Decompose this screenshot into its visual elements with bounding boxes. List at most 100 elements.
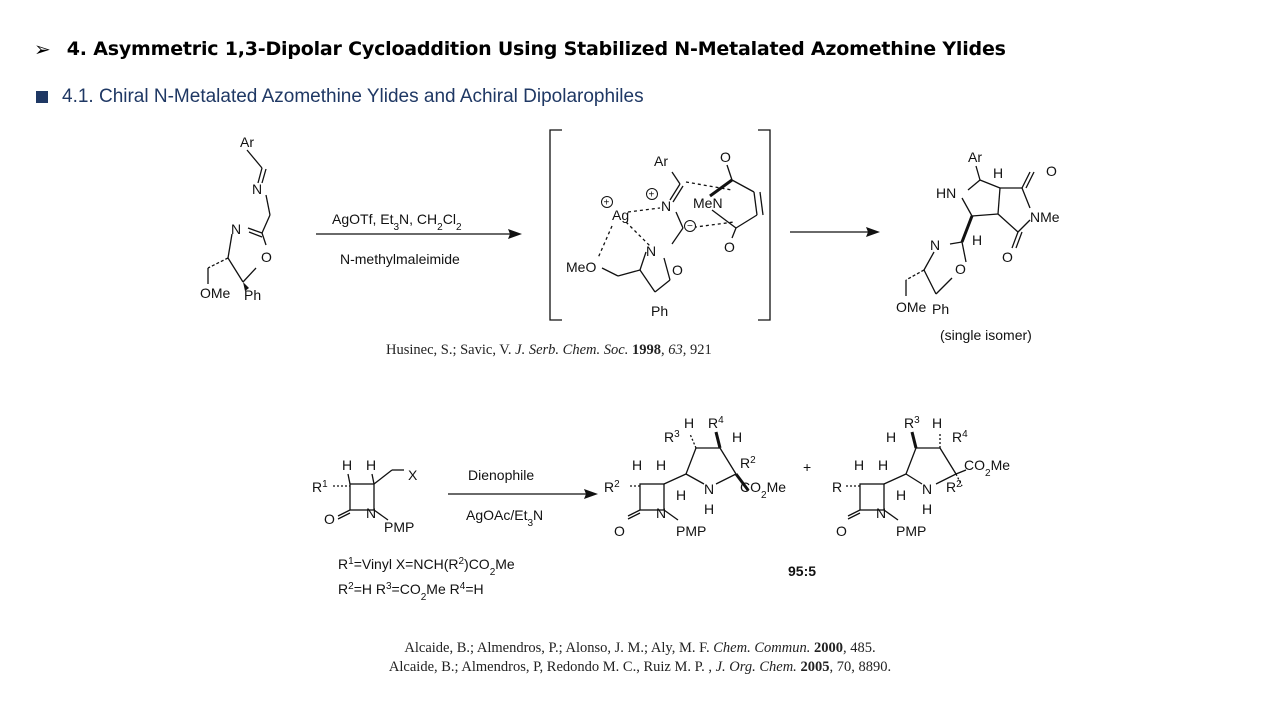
label-h: H: [676, 487, 686, 503]
label-r4: R4: [952, 429, 968, 446]
label-o: O: [324, 511, 335, 527]
ref-year: 1998: [631, 342, 661, 358]
label-ome: OMe: [200, 285, 231, 301]
label-n: N: [646, 243, 656, 259]
label-r: R: [832, 479, 842, 495]
plus-sign: +: [649, 190, 655, 201]
label-men: MeN: [693, 195, 723, 211]
label-pmp: PMP: [384, 519, 414, 535]
reagent-bottom: AgOAc/Et3N: [466, 507, 543, 529]
label-hn: HN: [936, 185, 956, 201]
isomer-ratio: 95:5: [788, 563, 816, 579]
label-ar: Ar: [968, 149, 982, 165]
label-o: O: [836, 523, 847, 539]
ref-journal: Chem. Commun.: [713, 640, 811, 656]
label-h: H: [922, 501, 932, 517]
ref-year: 2000: [813, 640, 843, 656]
ref-tail: , 70, 8890.: [829, 659, 892, 675]
label-meo: MeO: [566, 259, 596, 275]
label-h: H: [932, 415, 942, 431]
label-n: N: [930, 237, 940, 253]
label-h: H: [684, 415, 694, 431]
ref-journal: J. Org. Chem.: [715, 659, 797, 675]
conditions-line-1: R1=Vinyl X=NCH(R2)CO2Me: [338, 556, 515, 578]
reagent-top: Dienophile: [468, 467, 534, 483]
label-h: H: [732, 429, 742, 445]
square-bullet-icon: [36, 91, 48, 103]
label-ph: Ph: [244, 287, 261, 303]
arrow-bullet-icon: ➢: [34, 37, 51, 61]
title-text: 4. Asymmetric 1,3-Dipolar Cycloaddition …: [66, 38, 1006, 60]
plus-sign: +: [803, 459, 811, 475]
starting-material-2: [333, 469, 404, 521]
label-pmp: PMP: [676, 523, 706, 539]
label-o: O: [724, 239, 735, 255]
transition-state: [597, 164, 764, 293]
product-major: [627, 431, 750, 521]
label-n: N: [231, 221, 241, 237]
label-n: N: [252, 181, 262, 197]
label-o: O: [672, 262, 683, 278]
label-r2: R2: [946, 479, 962, 496]
positive-charge-icon: [646, 188, 658, 200]
label-ag: Ag: [612, 207, 629, 223]
label-h: H: [366, 457, 376, 473]
plus-sign: +: [604, 198, 610, 209]
label-r2: R2: [740, 455, 756, 472]
label-ph: Ph: [651, 303, 668, 319]
label-h: H: [704, 501, 714, 517]
label-pmp: PMP: [896, 523, 926, 539]
product-1: [905, 165, 1035, 296]
ref-authors: Alcaide, B.; Almendros, P, Redondo M. C.…: [388, 659, 712, 675]
label-n: N: [661, 198, 671, 214]
label-h: H: [993, 165, 1003, 181]
label-o: O: [261, 249, 272, 265]
label-ar: Ar: [654, 153, 668, 169]
label-ph: Ph: [932, 301, 949, 317]
label-h: H: [342, 457, 352, 473]
label-co2me: CO2Me: [740, 479, 786, 501]
ref-authors: Husinec, S.; Savic, V.: [386, 342, 512, 358]
label-o: O: [955, 261, 966, 277]
conditions-line-2: R2=H R3=CO2Me R4=H: [338, 581, 484, 603]
label-n: N: [876, 505, 886, 521]
label-h: H: [972, 232, 982, 248]
ref-pages: 921: [689, 342, 712, 358]
ref-authors: Alcaide, B.; Almendros, P.; Alonso, J. M…: [404, 640, 710, 656]
label-o: O: [1002, 249, 1013, 265]
ref-journal: J. Serb. Chem. Soc.: [515, 342, 629, 358]
label-o: O: [720, 149, 731, 165]
label-o: O: [1046, 163, 1057, 179]
label-r2: R2: [604, 479, 620, 496]
label-ar: Ar: [240, 134, 254, 150]
label-h: H: [886, 429, 896, 445]
label-h: H: [878, 457, 888, 473]
starting-material-1: [207, 149, 271, 284]
subtitle-text: 4.1. Chiral N-Metalated Azomethine Ylide…: [62, 86, 644, 107]
ref-year: 2005: [800, 659, 830, 675]
label-x: X: [408, 467, 418, 483]
positive-charge-icon: [601, 196, 613, 208]
product-note: (single isomer): [940, 327, 1032, 343]
product-minor: [846, 431, 967, 521]
ref-volume: 63: [668, 342, 683, 358]
label-h: H: [896, 487, 906, 503]
label-r1: R1: [312, 479, 328, 496]
section-subtitle: 4.1. Chiral N-Metalated Azomethine Ylide…: [36, 86, 644, 108]
label-co2me: CO2Me: [964, 457, 1010, 479]
label-h: H: [854, 457, 864, 473]
label-n: N: [366, 505, 376, 521]
reference-line: Alcaide, B.; Almendros, P.; Alonso, J. M…: [300, 640, 980, 657]
label-h: H: [632, 457, 642, 473]
label-n: N: [656, 505, 666, 521]
negative-charge-icon: [684, 220, 696, 232]
transition-state-brackets: [549, 129, 771, 321]
label-o: O: [614, 523, 625, 539]
label-n: N: [704, 481, 714, 497]
label-r4: R4: [708, 415, 724, 432]
reference-line: Alcaide, B.; Almendros, P, Redondo M. C.…: [300, 659, 980, 676]
label-r3: R3: [664, 429, 680, 446]
references-2: Alcaide, B.; Almendros, P.; Alonso, J. M…: [300, 640, 980, 676]
